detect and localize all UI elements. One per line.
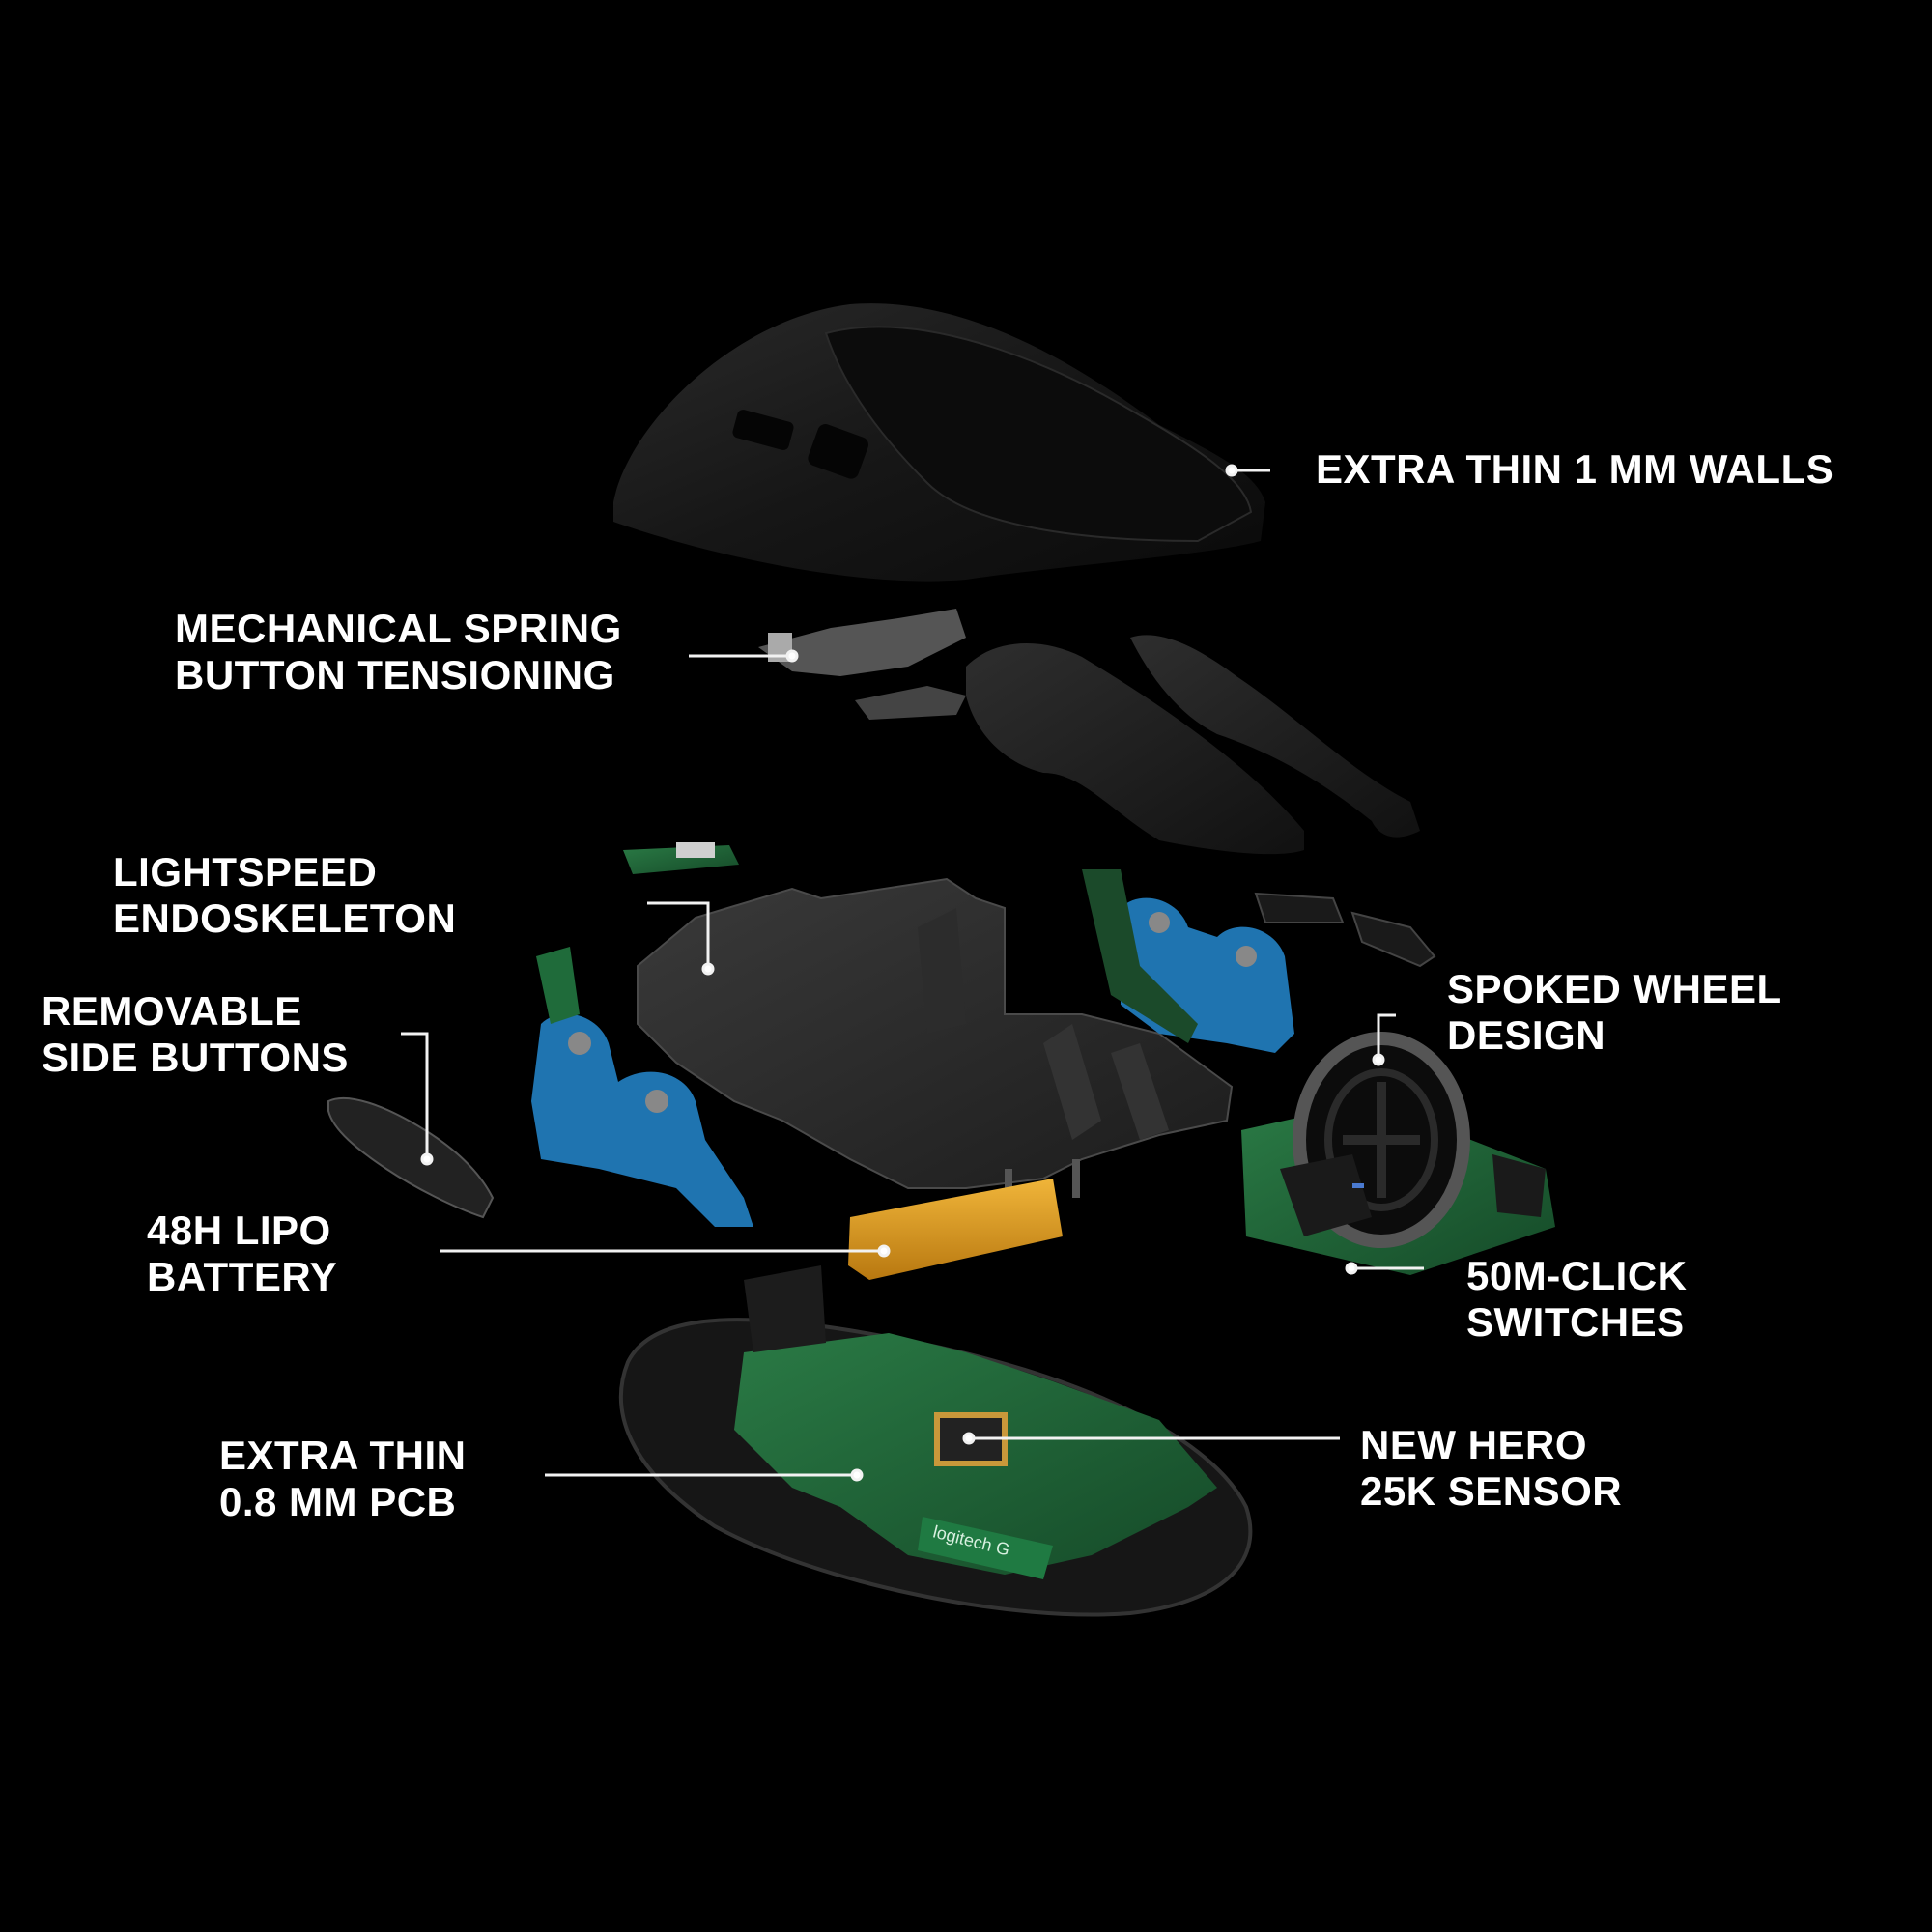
callout-battery-line1: 48H LIPO <box>147 1208 331 1253</box>
spring-tensioner <box>758 609 966 720</box>
callout-spring-line2: BUTTON TENSIONING <box>175 652 615 697</box>
rear-small-parts <box>1254 892 1436 968</box>
callout-wheel: SPOKED WHEEL DESIGN <box>1447 966 1782 1059</box>
callout-walls-line1: EXTRA THIN 1 MM WALLS <box>1316 446 1834 492</box>
scroll-wheel-assembly <box>1241 1032 1555 1275</box>
callout-side-buttons-line1: REMOVABLE <box>42 988 302 1034</box>
callout-sensor-line1: NEW HERO <box>1360 1422 1587 1467</box>
callout-pcb-line2: 0.8 MM PCB <box>219 1479 457 1524</box>
callout-walls: EXTRA THIN 1 MM WALLS <box>1316 446 1833 493</box>
endoskeleton <box>637 877 1234 1208</box>
right-blue-mechanism <box>1082 869 1294 1053</box>
base-and-pcb <box>618 1265 1253 1617</box>
callout-battery: 48H LIPO BATTERY <box>147 1208 337 1300</box>
battery-part <box>848 1179 1063 1280</box>
callout-pcb: EXTRA THIN 0.8 MM PCB <box>219 1433 466 1525</box>
callout-sensor-line2: 25K SENSOR <box>1360 1468 1623 1514</box>
top-shell <box>613 303 1265 582</box>
callout-spring-line1: MECHANICAL SPRING <box>175 606 622 651</box>
click-buttons <box>966 635 1420 855</box>
callout-switches-line1: 50M-CLICK <box>1466 1253 1688 1298</box>
callout-endoskeleton-line2: ENDOSKELETON <box>113 895 457 941</box>
callout-pcb-line1: EXTRA THIN <box>219 1433 467 1478</box>
callout-switches-line2: SWITCHES <box>1466 1299 1685 1345</box>
callout-wheel-line2: DESIGN <box>1447 1012 1606 1058</box>
callout-switches: 50M-CLICK SWITCHES <box>1466 1253 1688 1346</box>
left-blue-mechanism <box>531 947 753 1227</box>
side-buttons-part <box>327 1096 495 1219</box>
callout-endoskeleton: LIGHTSPEED ENDOSKELETON <box>113 849 456 942</box>
callout-wheel-line1: SPOKED WHEEL <box>1447 966 1782 1011</box>
callout-sensor: NEW HERO 25K SENSOR <box>1360 1422 1622 1515</box>
callout-endoskeleton-line1: LIGHTSPEED <box>113 849 378 895</box>
callout-battery-line2: BATTERY <box>147 1254 338 1299</box>
callout-spring: MECHANICAL SPRING BUTTON TENSIONING <box>175 606 622 698</box>
callout-side-buttons: REMOVABLE SIDE BUTTONS <box>42 988 349 1081</box>
wireless-pcb <box>623 842 739 874</box>
callout-side-buttons-line2: SIDE BUTTONS <box>42 1035 349 1080</box>
leader-lines <box>401 464 1424 1482</box>
